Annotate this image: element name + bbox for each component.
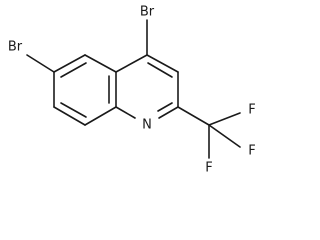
bond-c4-c3-inner [147,62,173,78]
bond-c5-c6 [53,54,86,73]
molecule-diagram: Br Br N F F F [8,5,256,176]
atom-n1: N [142,118,152,133]
bond-c5-c6-inner [60,62,87,78]
bond-cf3-f-right [208,124,241,148]
bond-c8-c8a [84,106,117,126]
bond-c2-n1 [158,106,179,119]
structure-canvas: Br Br N F F F [8,5,256,176]
bond-c6-br [26,54,55,73]
atom-f-top: F [248,103,255,118]
bond-c7-c8 [53,106,86,126]
bond-n1-c8a [115,106,136,119]
atom-br-c6: Br [8,40,23,55]
bond-c2-cf3 [177,106,210,126]
bond-c4a-c4 [115,54,148,73]
atom-f-bottom: F [205,161,212,176]
bond-c4a-c5 [84,54,117,73]
bond-cf3-f-top [208,112,241,126]
bond-c2-n1-inner [157,102,173,112]
bond-c7-c8-inner [60,102,87,118]
bond-c4-c3 [146,54,179,73]
atom-f-right: F [248,144,255,159]
atom-br-c4: Br [140,5,155,20]
